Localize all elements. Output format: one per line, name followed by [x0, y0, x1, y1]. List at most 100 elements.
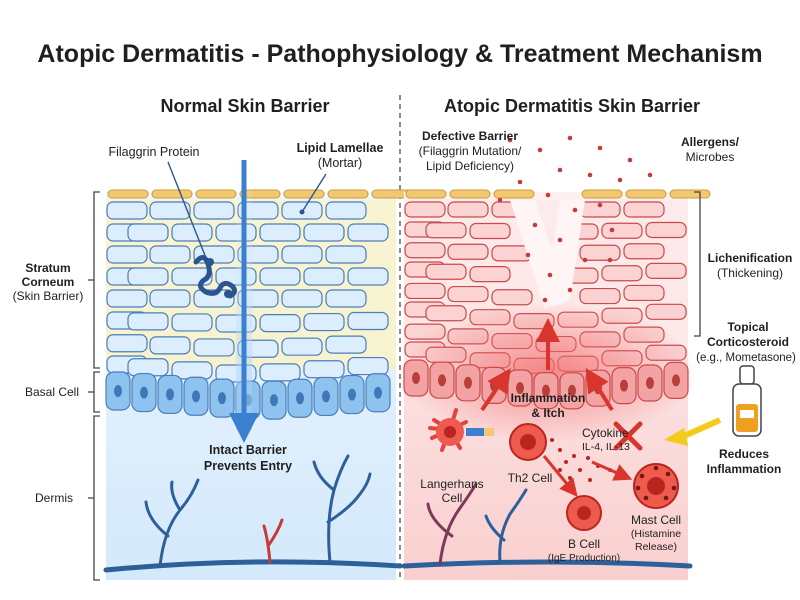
basal-nucleus	[166, 388, 174, 401]
allergen-particle	[607, 257, 613, 263]
allergen-particle	[517, 179, 523, 185]
allergen-particle	[497, 197, 503, 203]
corneocyte	[193, 338, 235, 357]
cap-cell	[493, 189, 535, 199]
corneocyte	[645, 262, 687, 279]
corneocyte	[127, 223, 169, 242]
basal-nucleus	[322, 390, 330, 403]
label-corticosteroid: Corticosteroid	[707, 335, 789, 349]
corneocyte	[281, 245, 323, 264]
inflammation-arrows	[480, 318, 614, 412]
corneocyte	[469, 222, 511, 240]
label-filaggrin-mutation: (Filaggrin Mutation/	[419, 144, 522, 158]
allergen-particle	[609, 227, 615, 233]
basal-nucleus	[646, 377, 654, 389]
allergen-particle	[557, 167, 563, 173]
basal-nucleus	[270, 394, 278, 407]
allergen-particle	[627, 157, 633, 163]
basal-nucleus	[114, 385, 122, 397]
label-itch: & Itch	[531, 406, 564, 420]
allergen-particle	[567, 135, 573, 141]
corneocyte	[149, 245, 191, 264]
corneocyte	[127, 267, 169, 286]
label-dermis: Dermis	[35, 491, 73, 505]
corneocyte	[404, 282, 446, 300]
corneocyte	[303, 312, 345, 332]
allergen-particle	[532, 222, 538, 228]
cytokine-particle	[558, 468, 562, 472]
ad-skin-panel	[398, 135, 722, 580]
cytokine-particle	[588, 478, 592, 482]
allergen-particle	[597, 145, 603, 151]
th2-to-bcell-arrow	[542, 455, 578, 497]
label-langerhans: Langerhans	[420, 477, 483, 491]
th2-cell-icon	[509, 423, 547, 461]
corneocyte	[325, 335, 367, 354]
label-langerhans-cell: Cell	[442, 491, 463, 505]
corneocyte	[106, 245, 148, 264]
cytokine-particle	[568, 476, 572, 480]
allergen-particle	[582, 257, 588, 263]
corneocyte	[425, 222, 467, 239]
layer-brackets	[88, 191, 701, 581]
normal-heading: Normal Skin Barrier	[160, 96, 329, 116]
steroid-action-arrow	[682, 417, 722, 439]
histamine-granule	[665, 471, 671, 477]
cap-cell	[625, 189, 667, 199]
ad-dermal-vessels	[401, 482, 693, 569]
label-lichenification: Lichenification	[708, 251, 793, 265]
corneocyte	[281, 337, 323, 356]
corneocyte	[127, 312, 169, 331]
antigen-icon	[484, 428, 494, 436]
corneocyte	[623, 201, 665, 218]
corneocyte	[447, 201, 489, 218]
label-th2-cell: Th2 Cell	[508, 471, 553, 485]
steroid-arrow-head-icon	[664, 428, 688, 446]
histamine-granule	[635, 485, 641, 491]
filaggrin-leader	[167, 161, 207, 259]
corneocyte	[579, 244, 621, 261]
basal-nucleus	[672, 374, 680, 387]
cap-cell	[107, 189, 149, 199]
cytokine-particle	[586, 456, 590, 460]
corneocyte	[281, 289, 323, 308]
histamine-granule	[663, 495, 669, 501]
cap-cell	[151, 189, 193, 199]
corneocyte	[303, 223, 345, 242]
label-topical: Topical	[727, 320, 768, 334]
corneocyte	[469, 266, 511, 283]
basal-nucleus	[412, 372, 420, 384]
corneocyte	[106, 289, 148, 308]
basal-cell-layer	[105, 371, 391, 420]
corneocyte	[259, 223, 301, 242]
cytokine-particle	[572, 454, 576, 458]
dermal-vessels	[103, 454, 403, 573]
cytokine-particle	[550, 438, 554, 442]
cap-cell	[195, 189, 237, 199]
cap-cell	[669, 189, 711, 199]
corneocyte	[303, 267, 345, 286]
label-histamine: (Histamine	[631, 528, 681, 540]
label-filaggrin: Filaggrin Protein	[108, 145, 199, 159]
histamine-granule	[671, 485, 677, 491]
corneocyte	[149, 201, 191, 220]
allergen-particle	[525, 252, 531, 258]
basal-nucleus	[192, 390, 200, 403]
corneocyte	[404, 242, 446, 259]
basal-nucleus	[218, 392, 226, 405]
cap-cell	[283, 189, 325, 199]
allergen-particle	[647, 172, 653, 178]
filaggrin-node-icon	[206, 258, 214, 266]
cytokine-particle	[578, 468, 582, 472]
corneocyte	[645, 303, 687, 320]
corneocyte	[579, 287, 621, 305]
corneocyte	[447, 285, 489, 303]
basal-nucleus	[542, 384, 550, 397]
lipid-leader-dot-icon	[299, 209, 305, 215]
corneocyte	[623, 243, 665, 260]
stratum-corneum-cap	[405, 189, 711, 199]
label-microbes: Microbes	[686, 150, 735, 164]
page-title: Atopic Dermatitis - Pathophysiology & Tr…	[37, 40, 762, 68]
corneocyte	[259, 363, 301, 382]
